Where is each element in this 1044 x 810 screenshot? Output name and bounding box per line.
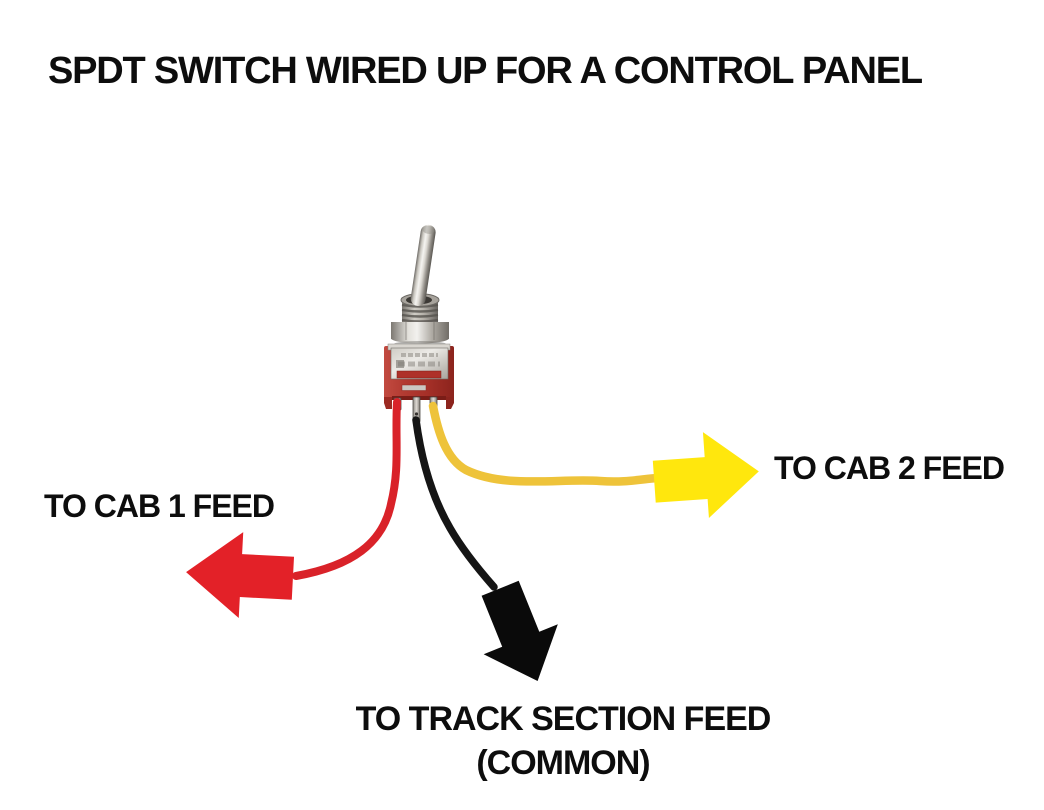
body-slot: [401, 384, 427, 391]
toggle-switch: [384, 224, 454, 423]
track-feed-label-line2: (COMMON): [476, 744, 650, 782]
terminal-hole: [414, 412, 419, 416]
plate-red-band: [396, 370, 442, 379]
thread-line: [401, 308, 439, 313]
track-feed-label-line1: TO TRACK SECTION FEED: [355, 700, 772, 738]
lever-shaft: [410, 224, 436, 307]
thread-line: [401, 313, 439, 318]
cab2-feed-label: TO CAB 2 FEED: [774, 450, 1005, 486]
cab2-arrow-right: [652, 432, 759, 518]
track-arrow-down: [481, 580, 558, 681]
switch-hex-nut: [391, 322, 449, 347]
cab1-feed-label: TO CAB 1 FEED: [44, 488, 275, 524]
thread-line: [401, 318, 439, 323]
body-foot-left: [384, 397, 392, 409]
track-wire: [412, 416, 498, 591]
lever-tip: [422, 225, 435, 234]
cab2-wire: [428, 401, 662, 486]
track-feed-label: TO TRACK SECTION FEED (COMMON): [313, 697, 813, 785]
page-title: SPDT SWITCH WIRED UP FOR A CONTROL PANEL: [48, 50, 923, 92]
cab1-arrow-left: [186, 532, 295, 618]
plate-logo-mark: [396, 360, 404, 368]
body-foot-right: [446, 397, 454, 409]
switch-lever: [410, 224, 436, 307]
cab1-wire: [292, 398, 401, 580]
